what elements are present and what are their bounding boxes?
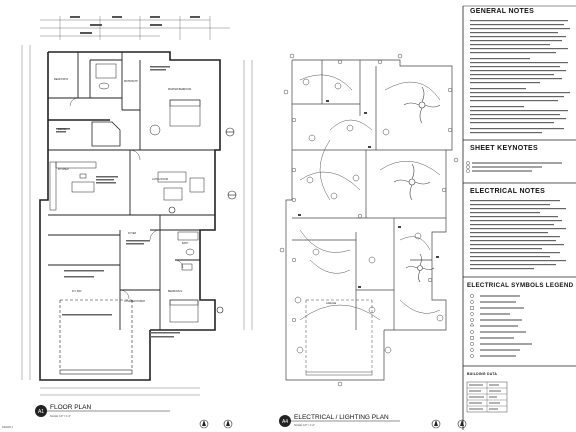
room-label-living-room: LIVING ROOM [152, 178, 168, 181]
floor-plan [21, 16, 253, 396]
room-label-rv-bay: R.V. BAY [72, 290, 82, 293]
electrical-plan [279, 53, 459, 387]
switches [298, 100, 439, 288]
notes-column [462, 5, 576, 430]
living-furniture [157, 171, 205, 201]
dining-bay [91, 121, 121, 147]
door-swings [69, 97, 184, 300]
ceiling-fans [393, 86, 441, 283]
floor-plan-number: A1 [38, 409, 44, 415]
electrical-walls [285, 59, 453, 381]
exterior-lights [279, 53, 459, 387]
floor-plan-title: FLOOR PLAN [50, 404, 91, 411]
electrical-plan-scale: SCALE: 1/8" = 1'-0" [294, 424, 315, 427]
notes-dividers [463, 139, 576, 367]
room-label-master-bath: MSTR BATH [124, 80, 138, 83]
building-data-title: BUILDING DATA [467, 372, 498, 376]
floor-plan-dimensions [21, 16, 253, 396]
kitchen-cabinets [49, 161, 97, 211]
section-markers [168, 127, 237, 314]
garage-door [59, 299, 133, 375]
room-label-master-bedroom: MASTER BEDROOM [168, 88, 191, 91]
legend-symbols [469, 294, 475, 358]
master-fixtures [95, 63, 201, 136]
receptacles [291, 59, 453, 323]
floor-plan-title-block: A1 FLOOR PLAN SCALE: 1/8" = 1'-0" [35, 404, 233, 429]
electrical-plan-title: ELECTRICAL / LIGHTING PLAN [294, 414, 389, 421]
room-label-foyer: FOYER [128, 232, 137, 235]
sheet-keynotes-title: SHEET KEYNOTES [470, 145, 538, 152]
sheet-stamp: DRAWN 2 [2, 426, 14, 429]
interior-walls [48, 52, 215, 330]
bath-fixtures [169, 231, 199, 323]
general-notes-lines [470, 20, 570, 134]
floor-plan-scale: SCALE: 1/8" = 1'-0" [50, 415, 71, 418]
plan-note-blocks [56, 66, 180, 338]
room-label-bath: BATH [182, 242, 189, 245]
switch-wiring [299, 74, 441, 321]
keynote-items [466, 161, 562, 173]
electrical-plan-title-block: A4 ELECTRICAL / LIGHTING PLAN SCALE: 1/8… [279, 414, 467, 429]
light-fixtures [294, 78, 444, 354]
garage-outline [305, 299, 373, 376]
room-label-bedroom-2: BEDROOM 2 [168, 290, 183, 293]
electrical-notes-lines [470, 200, 566, 270]
exterior-walls [39, 51, 221, 381]
room-label-kitchen: KITCHEN [58, 168, 69, 171]
dimension-ticks [70, 16, 200, 34]
room-label-garage: GARAGE [326, 302, 337, 305]
electrical-symbols-legend-title: ELECTRICAL SYMBOLS LEGEND [467, 282, 574, 289]
general-notes-title: GENERAL NOTES [470, 8, 535, 15]
room-label-dining: DINING [58, 128, 67, 131]
electrical-notes-title: ELECTRICAL NOTES [470, 188, 546, 195]
legend-descriptions [480, 295, 532, 357]
building-data-table [466, 381, 508, 413]
room-label-rear-patio: REAR PATIO [54, 78, 69, 81]
electrical-plan-number: A4 [282, 419, 288, 425]
room-label-covered-porch: COVERED PORCH [124, 300, 146, 303]
